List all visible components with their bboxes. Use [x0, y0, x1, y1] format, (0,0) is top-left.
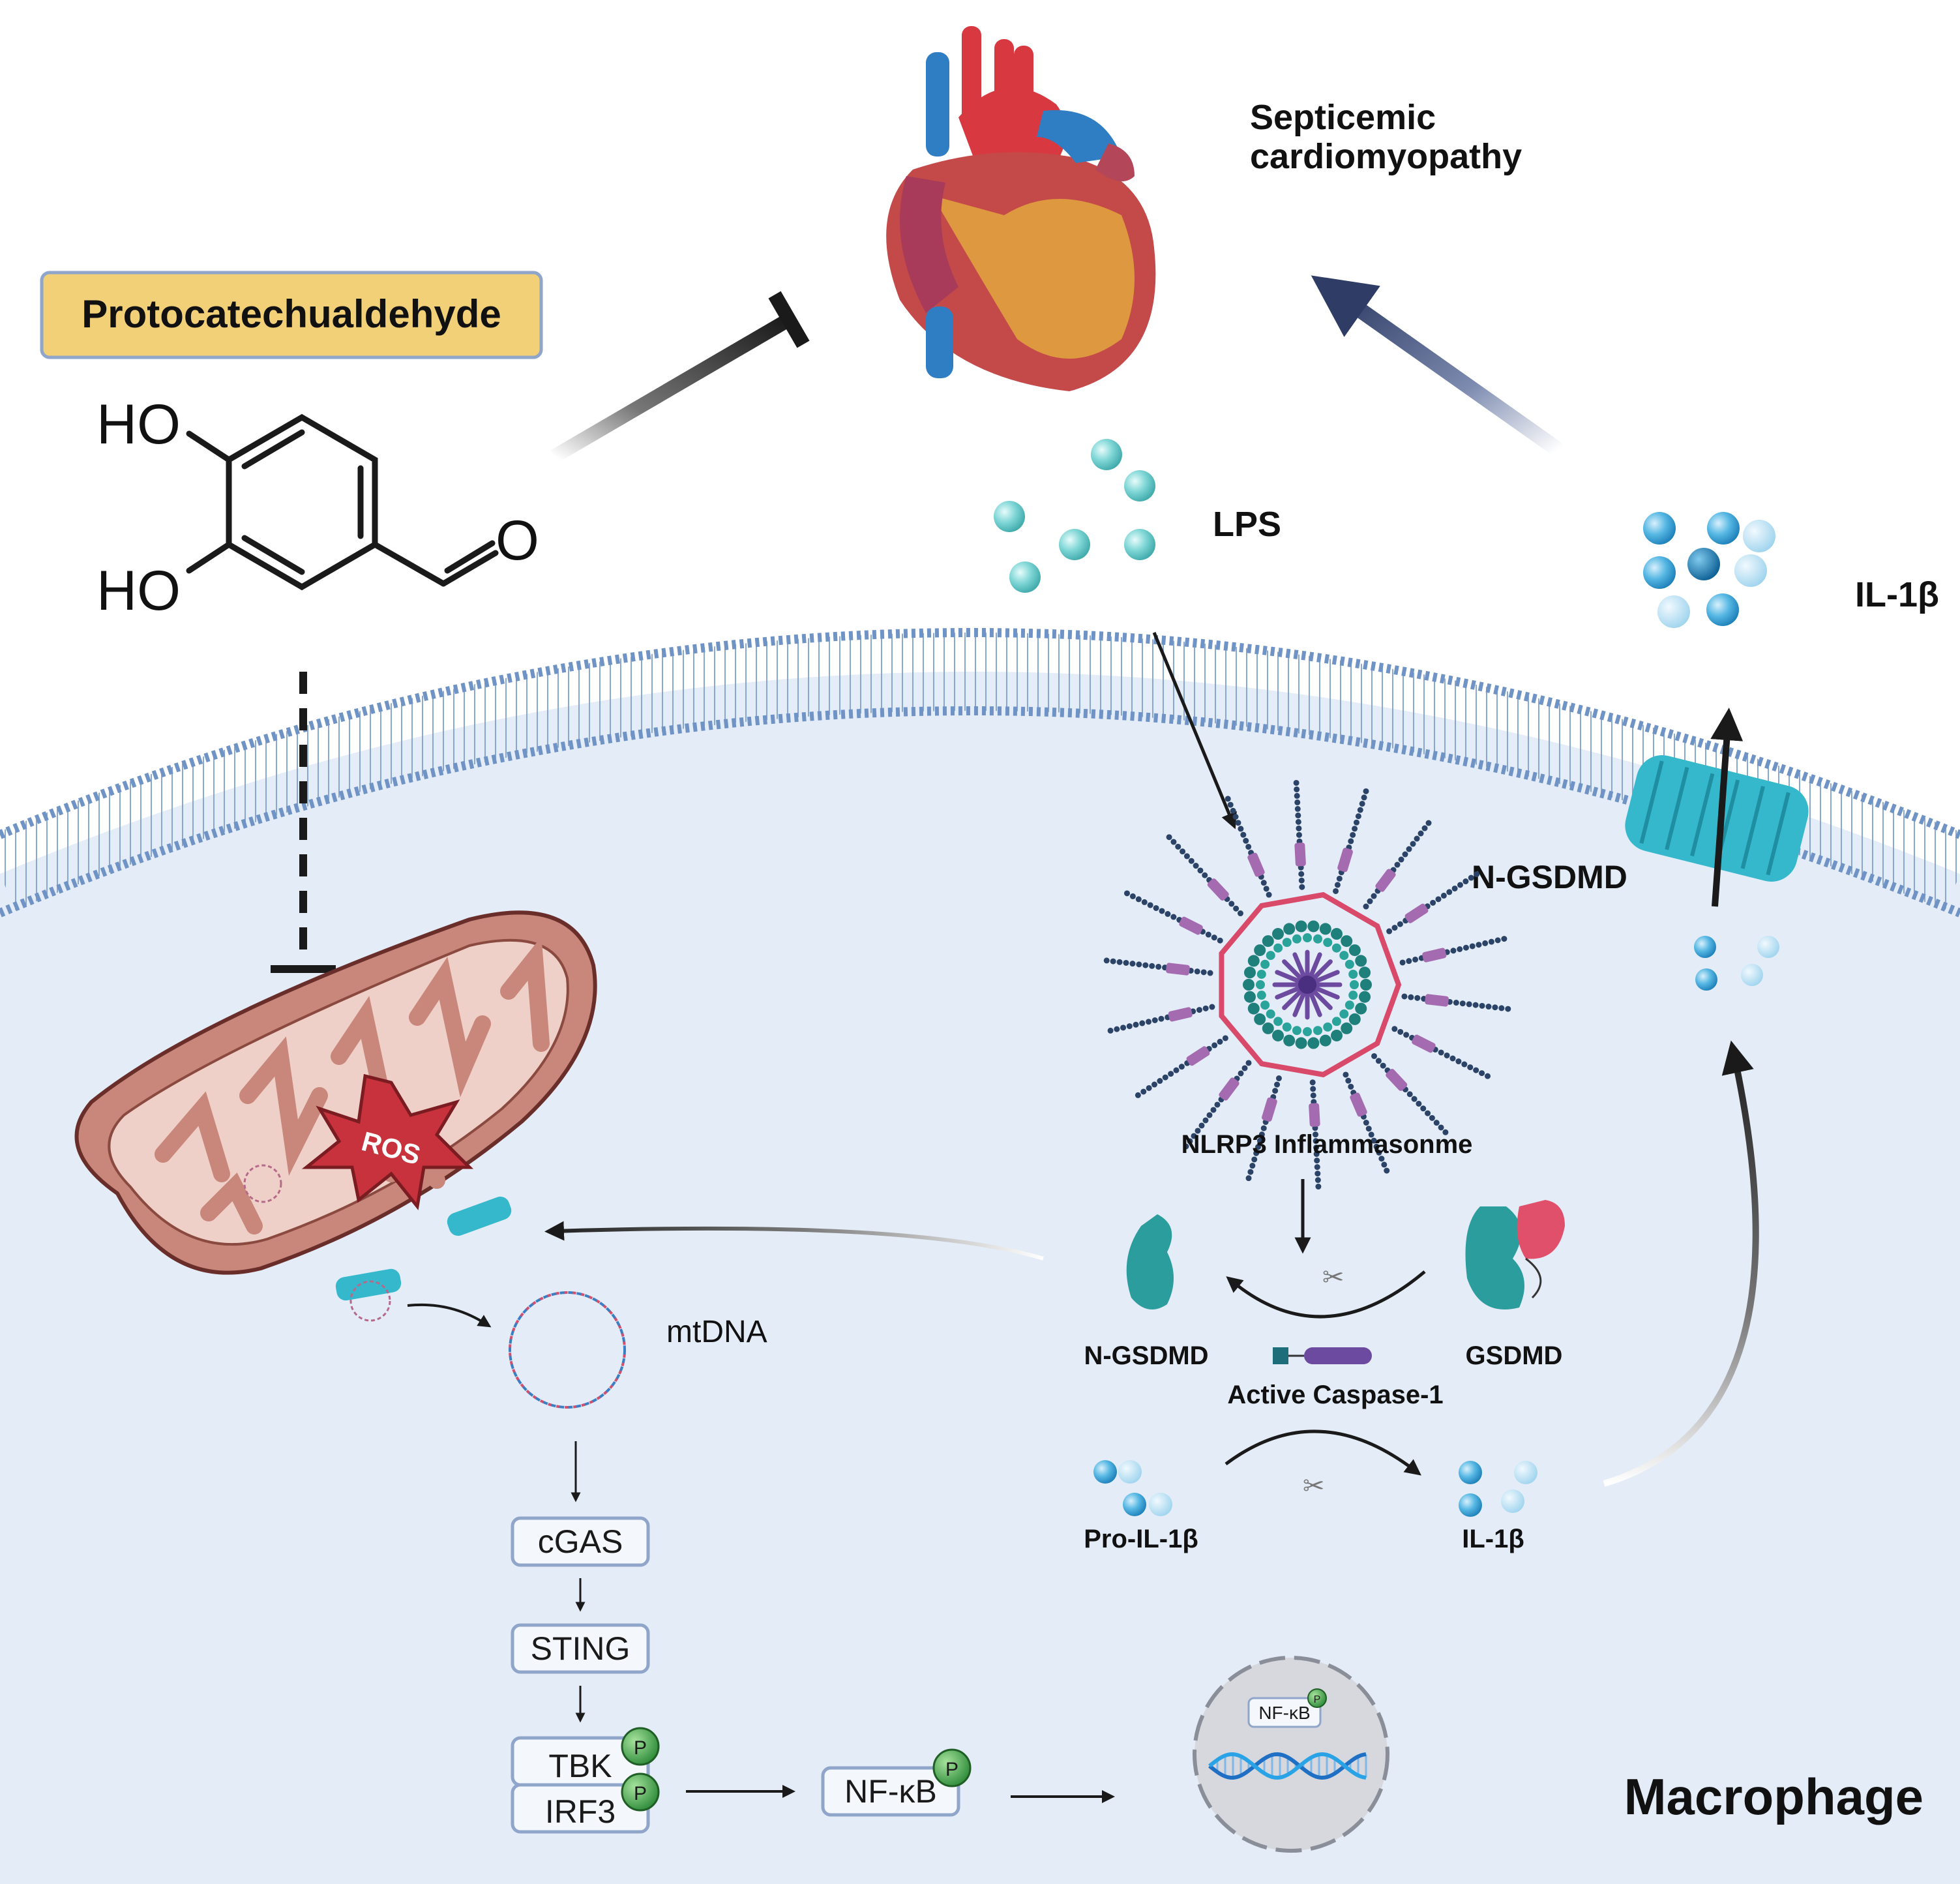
gsdmd-icon [1465, 1200, 1565, 1309]
compound-box [40, 271, 543, 359]
nfkb-box [821, 1766, 960, 1817]
il1b-bead [1118, 1460, 1142, 1484]
nucleus [1193, 1656, 1389, 1853]
lps-to-nlrp3-arrow [1152, 632, 1237, 830]
phospho-icon [621, 1727, 660, 1766]
phospho-label: P [634, 1737, 647, 1759]
mito-membrane-channels [335, 1196, 512, 1301]
il1b-bead [1687, 548, 1720, 580]
il1b-in-label: IL-1β [1462, 1525, 1524, 1553]
compound-name: Protocatechualdehyde [82, 292, 501, 336]
il1b-to-heart-arrow [1311, 275, 1563, 456]
pore-release-arrow [1710, 708, 1744, 907]
il1b-bead [1695, 968, 1717, 991]
il1b-bead [1459, 1461, 1482, 1484]
structure-ho-bottom: HO [97, 560, 181, 622]
lps-beads [994, 439, 1155, 593]
structure-oxygen: O [496, 509, 539, 572]
il1b-intracellular-beads [1694, 936, 1779, 991]
lps-bead [1059, 529, 1090, 560]
mtdna-icon [509, 1291, 626, 1409]
sting-box [511, 1623, 650, 1674]
nlrp3-inflammasome-icon [1103, 779, 1511, 1190]
scissors-icon: ✂ [1303, 1471, 1325, 1501]
lps-bead [1009, 561, 1041, 593]
il1b-bead [1149, 1493, 1172, 1516]
phospho-label: P [1314, 1694, 1321, 1705]
il1b-out-label: IL-1β [1855, 575, 1939, 614]
lps-bead [1124, 529, 1155, 560]
il1b-bead [1706, 593, 1739, 626]
pro-il1b-cleavage-arrow [1225, 1429, 1421, 1476]
il1b-bead [1514, 1461, 1537, 1484]
nucleus-nfkb-box [1247, 1697, 1322, 1728]
pro-il1b-label: Pro-IL-1β [1084, 1525, 1198, 1553]
protocatechualdehyde-structure [186, 413, 499, 591]
phospho-label: P [634, 1783, 647, 1804]
cell-type-label: Macrophage [1624, 1768, 1923, 1825]
il1b-bead [1093, 1460, 1117, 1484]
outcome-line1: Septicemic [1250, 98, 1436, 137]
inhibition-arrow-to-heart [550, 313, 793, 463]
il1b-bead [1741, 964, 1763, 986]
mtdna-label: mtDNA [666, 1315, 767, 1349]
mito-channel [447, 1196, 512, 1236]
il1b-to-pore-arrow [1603, 1040, 1759, 1487]
inhibition-bar-heart [768, 291, 810, 348]
outcome-line2: cardiomyopathy [1250, 137, 1522, 176]
phospho-icon [932, 1748, 972, 1787]
caspase-1-icon [1273, 1347, 1372, 1364]
pro-il1b-beads [1093, 1460, 1172, 1516]
il1b-bead [1757, 936, 1779, 958]
tbk-label: TBK [548, 1748, 612, 1784]
mito-to-mtdna-arrow [407, 1303, 492, 1328]
il1b-mature-beads [1459, 1461, 1537, 1517]
n-gsdmd-icon [1126, 1214, 1174, 1309]
il1b-bead [1707, 512, 1740, 545]
il1b-bead [1643, 512, 1676, 545]
phospho-icon [1307, 1688, 1327, 1708]
lps-label: LPS [1213, 505, 1281, 544]
mito-channel [335, 1268, 402, 1301]
sting-label: STING [531, 1630, 631, 1667]
cgas-label: cGAS [538, 1523, 623, 1560]
caspase-label: Active Caspase-1 [1227, 1381, 1443, 1409]
il1b-bead [1734, 554, 1767, 587]
nucleus-nfkb-label: NF-κB [1258, 1703, 1310, 1723]
irf3-label: IRF3 [545, 1793, 616, 1830]
il1b-bead [1643, 556, 1676, 589]
il1b-bead [1657, 595, 1690, 628]
dna-helix-icon [1208, 1752, 1367, 1780]
il1b-released-cluster [1643, 512, 1775, 628]
phospho-icon [621, 1772, 660, 1812]
gsdmd-cleavage-arrow [1226, 1270, 1426, 1319]
il1b-bead [1459, 1493, 1482, 1517]
lps-bead [994, 501, 1025, 532]
gsdmd-label: GSDMD [1466, 1341, 1563, 1370]
mtdna-release-ring [349, 1280, 391, 1322]
phospho-label: P [945, 1759, 958, 1780]
nlrp3-label: NLRP3 Inflammasonme [1181, 1130, 1473, 1159]
il1b-bead [1694, 936, 1716, 958]
heart-icon [886, 26, 1156, 392]
structure-ho-top: HO [97, 393, 181, 456]
cgas-box [511, 1516, 650, 1567]
il1b-bead [1501, 1489, 1524, 1513]
scissors-icon: ✂ [1322, 1263, 1344, 1293]
n-gsdmd-to-mito-arrow [544, 1221, 1044, 1261]
nfkb-label: NF-κB [844, 1773, 937, 1810]
mtdna-release-ring [243, 1164, 282, 1203]
n-gsdmd-label: N-GSDMD [1084, 1341, 1208, 1370]
ros-burst-icon [301, 1073, 474, 1210]
n-gsdmd-pore-label: N-GSDMD [1472, 859, 1627, 895]
lps-bead [1091, 439, 1122, 470]
il1b-bead [1743, 520, 1775, 552]
lps-bead [1124, 470, 1155, 501]
il1b-bead [1123, 1493, 1146, 1516]
